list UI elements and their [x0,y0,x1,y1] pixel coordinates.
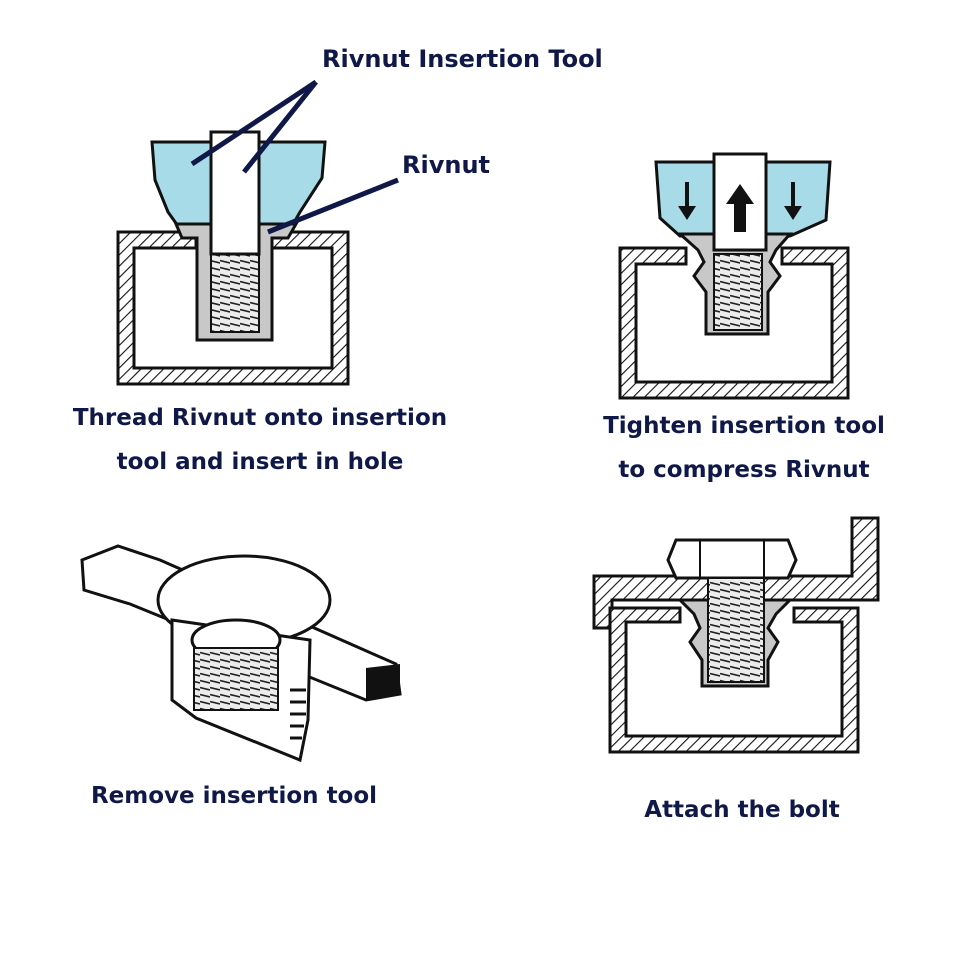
panel-3-thread [193,647,279,711]
panel-3-sheet-edge [366,664,400,700]
step-1-line-2: tool and insert in hole [116,449,404,475]
arrow-up-icon [726,184,754,232]
arrow-down-icon [678,182,696,220]
tool-callout-line-2 [242,80,318,174]
step-2-line-1: Tighten insertion tool [603,413,885,439]
panel-4-bracket [592,516,880,630]
step-4-line-1: Attach the bolt [644,797,840,823]
panel-1-tool-shaft [209,130,261,256]
step-2-line-2: to compress Rivnut [618,457,870,483]
arrow-down-icon [784,182,802,220]
step-1-line-1: Thread Rivnut onto insertion [72,405,448,431]
panel-4-bolt-shaft [707,577,765,683]
panel-2-housing [618,246,850,400]
tool-callout-line-1 [190,79,318,167]
panel-2-thread [713,253,763,331]
panel-1-thread [210,247,260,333]
panel-4-bolt-head [666,538,798,580]
panel-2-illustration [618,152,850,400]
step-3-line-1: Remove insertion tool [90,783,378,809]
panel-3-illustration [80,544,402,763]
rivnut-callout-line [267,177,399,235]
panel-4-housing [608,606,860,754]
panel-3-outer-thread [290,688,306,740]
panel-1-illustration [116,79,399,386]
panel-4-illustration [592,516,880,754]
tool-callout-label: Rivnut Insertion Tool [322,45,603,73]
rivnut-callout-label: Rivnut [402,151,490,179]
